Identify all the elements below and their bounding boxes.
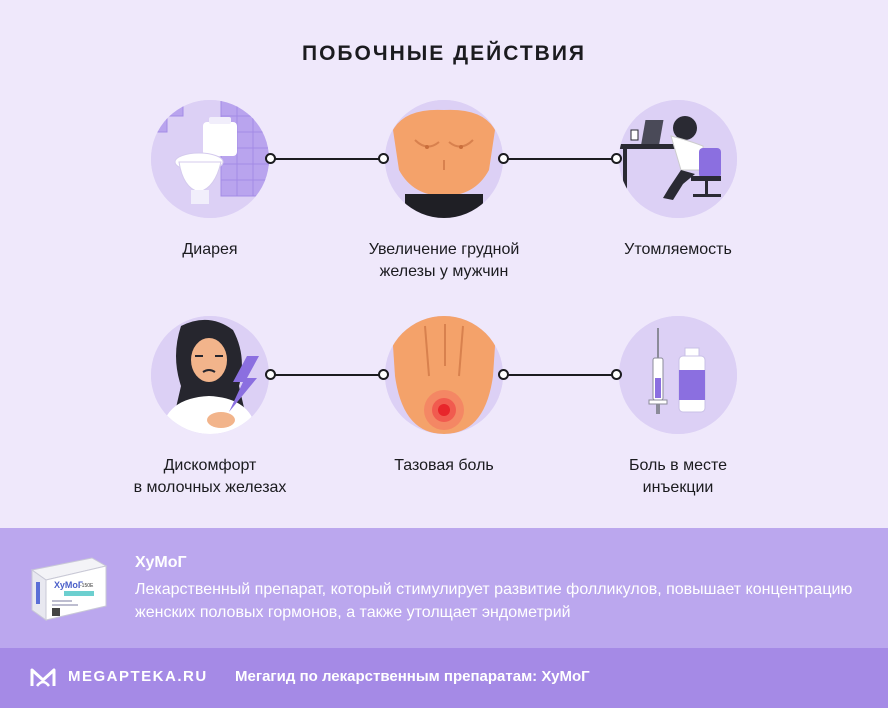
- toilet-icon: [151, 100, 269, 218]
- effect-label: Диарея: [182, 241, 238, 258]
- product-name: ХуМоГ: [135, 554, 187, 571]
- connector-dot: [611, 153, 622, 164]
- medicine-box-icon: ХуМоГ -150Е: [28, 554, 108, 622]
- footer-caption: Мегагид по лекарственным препаратам: ХуМ…: [235, 668, 590, 685]
- page-title: ПОБОЧНЫЕ ДЕЙСТВИЯ: [301, 42, 587, 65]
- connector-dot: [611, 369, 622, 380]
- product-band: ХуМоГ -150Е ХуМоГ Лекарственный препарат…: [0, 528, 888, 648]
- connector-line: [272, 374, 384, 376]
- woman-pain-icon: [151, 316, 269, 434]
- connector-dot: [265, 369, 276, 380]
- svg-text:ХуМоГ: ХуМоГ: [54, 580, 83, 590]
- brand-logo-text[interactable]: MEGAPTEKA.RU: [68, 668, 208, 685]
- effect-label: Утомляемость: [624, 241, 732, 258]
- syringe-icon: [619, 316, 737, 434]
- connector-line: [505, 374, 617, 376]
- connector-line: [272, 158, 384, 160]
- tired-person-icon: [619, 100, 737, 218]
- connector-dot: [498, 153, 509, 164]
- connector-dot: [498, 369, 509, 380]
- pelvic-pain-icon: [385, 316, 503, 434]
- connector-line: [505, 158, 617, 160]
- megapteka-logo-icon: [30, 666, 56, 688]
- product-description: Лекарственный препарат, который стимулир…: [135, 581, 853, 621]
- footer: MEGAPTEKA.RU Мегагид по лекарственным пр…: [0, 648, 888, 708]
- male-chest-icon: [385, 100, 503, 218]
- connector-dot: [265, 153, 276, 164]
- effect-label: Тазовая боль: [394, 457, 494, 474]
- svg-text:-150Е: -150Е: [80, 583, 94, 589]
- connector-dot: [378, 369, 389, 380]
- connector-dot: [378, 153, 389, 164]
